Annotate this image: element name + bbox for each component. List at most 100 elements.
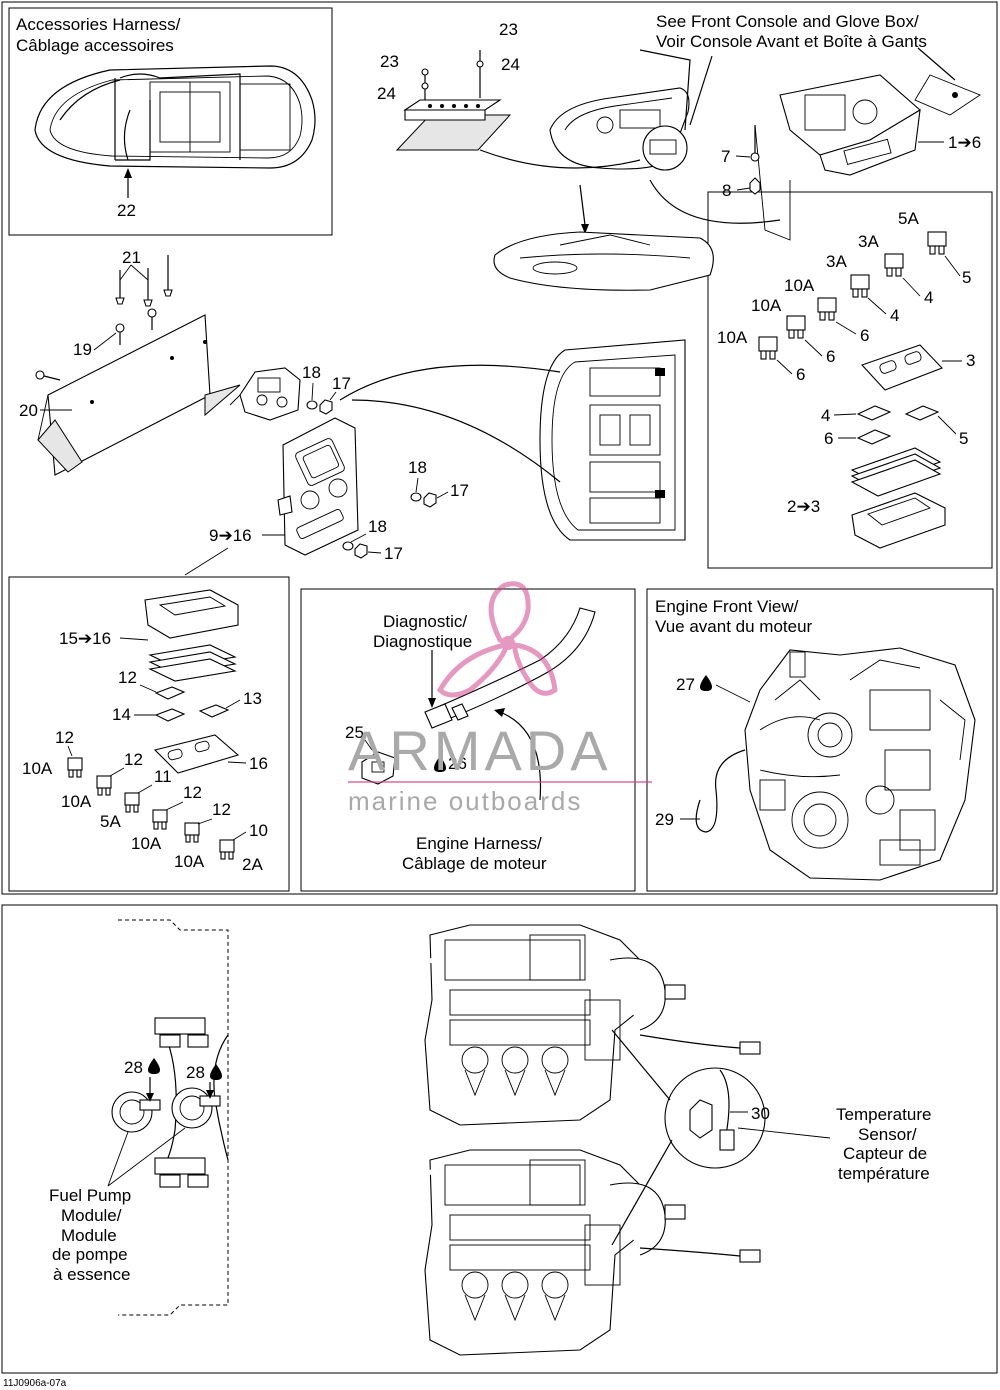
callout-3a-2: 3A	[826, 252, 847, 271]
callout-14: 14	[112, 705, 131, 724]
callout-22: 22	[117, 201, 136, 220]
callout-8: 8	[722, 181, 731, 200]
console-title-en: See Front Console and Glove Box/	[656, 12, 919, 31]
diagnostic-plug	[361, 751, 396, 785]
callout-5-fuse: 5	[962, 268, 971, 287]
callout-27: 27	[676, 675, 695, 694]
engine-harness-cable	[424, 607, 596, 729]
blade-fuse-3a-1	[884, 253, 904, 277]
fuse-box-9-16	[277, 417, 359, 556]
push-rivets-21	[115, 255, 173, 307]
exploded-fuse-box	[67, 589, 240, 860]
fuse-holders	[856, 405, 940, 445]
drawing-code: 11J0906a-07a	[3, 1378, 67, 1389]
callout-25: 25	[345, 723, 364, 742]
engine-front-title-fr: Vue avant du moteur	[655, 617, 813, 636]
callout-6-fuse-b: 6	[826, 347, 835, 366]
adhesive-drop-icon-26	[434, 756, 446, 772]
callout-12-c: 12	[124, 750, 143, 769]
pump-label-2: Module/	[61, 1206, 122, 1225]
console-title-fr: Voir Console Avant et Boîte à Gants	[656, 32, 927, 51]
adhesive-drop-icon-28b	[210, 1064, 222, 1080]
callout-3-plate: 3	[966, 351, 975, 370]
callout-12-b: 12	[55, 728, 74, 747]
fuse-10a-d	[184, 822, 200, 843]
callout-28-b: 28	[186, 1063, 205, 1082]
fuse-10a-c	[152, 809, 168, 830]
callout-10a-a: 10A	[22, 759, 53, 778]
callout-10a-2: 10A	[751, 296, 782, 315]
callout-17-a: 17	[332, 374, 351, 393]
screws-19	[35, 308, 157, 381]
fuse-puller-plate	[861, 344, 943, 391]
watermark: ARMADA marine outboards	[348, 581, 652, 816]
blade-fuse-10a-2	[786, 315, 806, 339]
fuse-box-gasket	[148, 644, 237, 682]
callout-4-holder: 4	[821, 406, 830, 425]
callout-5-holder: 5	[959, 429, 968, 448]
blade-fuse-10a-1	[817, 297, 837, 321]
callout-21: 21	[122, 248, 141, 267]
callout-5a-b: 5A	[100, 812, 121, 831]
holder-14	[154, 708, 186, 722]
twin-engine-box	[1, 904, 998, 1374]
fuse-2a	[219, 839, 235, 860]
callout-18-c: 18	[368, 517, 387, 536]
callout-13: 13	[243, 689, 262, 708]
callout-10a-d: 10A	[174, 852, 205, 871]
blade-fuse-10a-3	[758, 336, 778, 360]
pump-label-3: Module	[61, 1226, 117, 1245]
diagnostic-connector-box	[300, 588, 636, 892]
callout-10: 10	[249, 821, 268, 840]
callout-18-a: 18	[302, 363, 321, 382]
washers-nuts-17-18	[306, 399, 437, 559]
accessories-title-en: Accessories Harness/	[16, 15, 181, 34]
harness-label-fr: Câblage de moteur	[402, 854, 547, 873]
upper-engine-block	[424, 924, 686, 1126]
diag-label-en: Diagnostic/	[383, 612, 467, 631]
callout-17-c: 17	[384, 544, 403, 563]
fuel-pump-connectors	[154, 1017, 209, 1188]
callout-7: 7	[721, 147, 730, 166]
callout-20: 20	[19, 401, 38, 420]
adhesive-drop-icon-27	[700, 675, 712, 691]
diag-label-fr: Diagnostique	[373, 632, 472, 651]
pump-label-1: Fuel Pump	[49, 1186, 131, 1205]
boat-top-view	[34, 65, 316, 198]
holder-12-a	[154, 686, 186, 700]
glove-box-part	[749, 74, 981, 241]
callout-23-left: 23	[380, 52, 399, 71]
fuse-10a-b	[96, 775, 112, 796]
watermark-tagline: marine outboards	[348, 786, 582, 816]
callout-30: 30	[751, 1104, 770, 1123]
callout-10a-3: 10A	[717, 328, 748, 347]
holder-13	[198, 704, 230, 718]
accessories-harness-box	[8, 7, 333, 236]
fuel-tank-outline	[118, 919, 229, 1316]
callout-10a-c: 10A	[131, 834, 162, 853]
blade-fuse-5a	[927, 231, 947, 255]
callout-10a-1: 10A	[784, 276, 815, 295]
engine-front-drawing	[695, 647, 976, 881]
callout-16: 16	[249, 754, 268, 773]
callout-12-e: 12	[212, 800, 231, 819]
fuse-box-cover	[144, 589, 239, 639]
harness-label-en: Engine Harness/	[416, 834, 542, 853]
fuse-box-exploded-box	[8, 576, 290, 892]
boat-side-view	[493, 231, 714, 291]
callout-12-a: 12	[118, 668, 137, 687]
callout-12-d: 12	[183, 783, 202, 802]
callout-10a-b: 10A	[61, 792, 92, 811]
callout-4-fuse-b: 4	[890, 306, 899, 325]
callout-19: 19	[73, 340, 92, 359]
fuse-cover	[851, 492, 946, 549]
blade-fuse-3a-2	[850, 274, 870, 298]
callout-2a: 2A	[242, 855, 263, 874]
distribution-block	[229, 367, 301, 421]
lower-engine-block	[424, 1149, 686, 1356]
sensor-detail-circle	[611, 1029, 766, 1246]
callout-2-3: 2➔3	[787, 497, 820, 516]
mounting-bracket	[37, 314, 241, 476]
callout-18-b: 18	[408, 458, 427, 477]
temp-label-3: Capteur de	[843, 1144, 927, 1163]
